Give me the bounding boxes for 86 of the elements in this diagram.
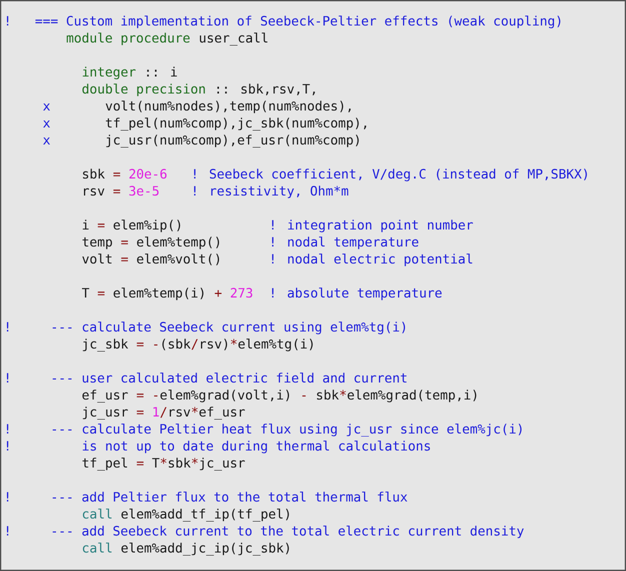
code-text: sbk [83,168,105,179]
code-text: jc_usr(num%comp),ef_usr(num%comp) [106,134,359,148]
code-text: elem%volt() [137,254,220,266]
code-operator: * [160,458,166,464]
continuation-mark: x [43,103,50,110]
code-text: ef_usr [82,390,128,403]
code-comment: ! [6,526,8,536]
code-comment: === Custom implementation of Seebeck-Peltier effects (weak coupling) [35,16,560,28]
code-text: elem%grad(volt,i) [160,390,290,402]
code-operator: * [192,406,198,413]
code-comment: ! resistivity, Ohm*m [194,186,348,198]
code-comment: ! [6,492,8,502]
code-text: :: i [147,66,177,76]
code-text: rsv) [200,338,228,350]
number-literal: 3e-5 [129,186,159,196]
number-literal: 20e-6 [129,168,166,179]
code-text: elem%add_tf_ip(tf_pel) [121,508,289,522]
code-keyword: integer [82,66,136,80]
code-operator: = [121,258,128,262]
code-operator: = [98,292,105,296]
code-operator: * [230,338,237,345]
code-text: sbk [168,458,191,468]
code-comment: ! [6,373,8,382]
code-text: elem%temp() [137,236,220,250]
code-text: T [152,458,160,468]
number-literal: 273 [230,288,252,298]
code-text: elem%ip() [114,220,180,232]
code-comment: is not up to date during thermal calculations [82,440,430,454]
continuation-mark: x [43,137,50,144]
code-text: volt(num%nodes),temp(num%nodes), [106,100,351,114]
code-operator: = [121,240,128,244]
code-operator: / [160,407,166,418]
code-comment: ! [6,322,8,332]
code-comment: ! integration point number [272,220,473,232]
code-operator: = [113,190,120,194]
code-text: user_call [200,32,268,46]
code-operator: * [340,390,346,396]
code-operator: - [154,395,158,396]
code-comment: ! [6,424,8,434]
code-comment: ! nodal temperature [272,236,418,250]
code-comment: ! [6,16,8,26]
code-text: rsv [84,188,104,196]
code-text: i [82,220,89,230]
code-text: volt [82,254,112,264]
code-operator: * [192,458,198,464]
code-text: (sbk [162,338,191,350]
code-keyword: call [82,508,112,519]
code-text: jc_sbk [82,338,128,352]
code-operator: / [192,339,198,350]
code-comment: ! absolute temperature [272,288,442,300]
number-literal: 1 [153,407,159,416]
code-text: temp [82,237,112,250]
code-operator: - [302,395,306,396]
code-operator: = [136,462,144,466]
code-operator: = [113,172,120,176]
code-keyword: call [82,542,112,553]
code-text: T [82,288,90,298]
code-operator: = [136,342,144,346]
code-text: :: sbk,rsv,T, [217,84,315,96]
code-text: jc_usr [200,458,245,471]
code-text: elem%temp(i) [114,288,204,300]
code-comment: ! nodal electric potential [272,254,472,266]
code-text: tf_pel(num%comp),jc_sbk(num%comp), [106,118,366,131]
code-text: ef_usr [199,406,245,420]
code-operator: = [136,410,144,414]
code-text: elem%add_jc_ip(jc_sbk) [121,542,289,556]
code-comment: --- add Peltier flux to the total thermal flux [52,492,408,502]
code-text: elem%tg(i) [238,338,313,352]
code-comment: --- add Seebeck current to the total electric current density [52,526,524,538]
code-text: elem%grad(temp,i) [348,390,476,402]
code-comment: --- user calculated electric field and current [52,372,406,383]
code-operator: - [154,344,158,346]
continuation-mark: x [43,120,50,128]
code-operator: = [136,394,144,398]
code-comment: --- calculate Seebeck current using elem%tg(i) [52,322,406,334]
code-text: tf_pel [82,458,128,471]
code-comment: ! Seebeck coefficient, V/deg.C (instead of MP,SBKX) [194,168,587,182]
code-keyword: module procedure [66,32,190,46]
code-operator: = [98,224,105,228]
code-text: rsv [170,409,190,417]
code-operator: + [214,290,222,297]
code-comment: ! [6,441,8,450]
code-keyword: double precision [82,84,205,96]
code-text: jc_usr [82,406,128,420]
code-text: sbk [317,390,339,400]
code-comment: --- calculate Peltier heat flux using jc_usr since elem%jc(i) [52,424,522,437]
